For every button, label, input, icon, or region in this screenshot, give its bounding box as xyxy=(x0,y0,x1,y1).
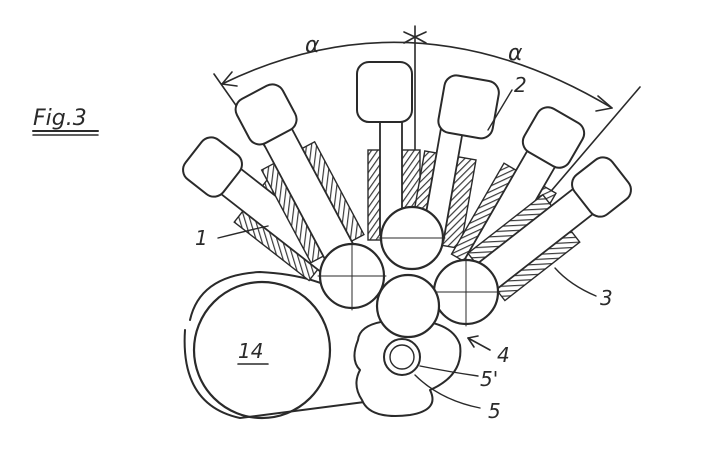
ref-14: 14 xyxy=(238,339,263,363)
figure-label: Fig.3 xyxy=(32,106,99,136)
leader-lines xyxy=(217,89,597,409)
ref-5: 5 xyxy=(488,399,501,423)
cylinder-center-left xyxy=(356,61,421,241)
ref-5-prime: 5' xyxy=(480,367,498,391)
ref-4: 4 xyxy=(497,343,510,367)
cylinder-center-right xyxy=(408,74,500,250)
angle-label-left: α xyxy=(305,33,320,58)
ref-1: 1 xyxy=(195,226,208,250)
cylinder-left-inner xyxy=(234,83,365,280)
crank-gears xyxy=(317,205,501,339)
reference-numerals: 1 2 3 4 5' 5 14 xyxy=(195,73,613,423)
cylinder-right-outer xyxy=(455,156,632,306)
drive-wheel-14 xyxy=(183,271,381,420)
ref-3: 3 xyxy=(600,286,613,310)
svg-text:Fig.3: Fig.3 xyxy=(33,106,87,131)
angle-label-right: α xyxy=(508,41,523,66)
ref-2: 2 xyxy=(514,73,527,97)
